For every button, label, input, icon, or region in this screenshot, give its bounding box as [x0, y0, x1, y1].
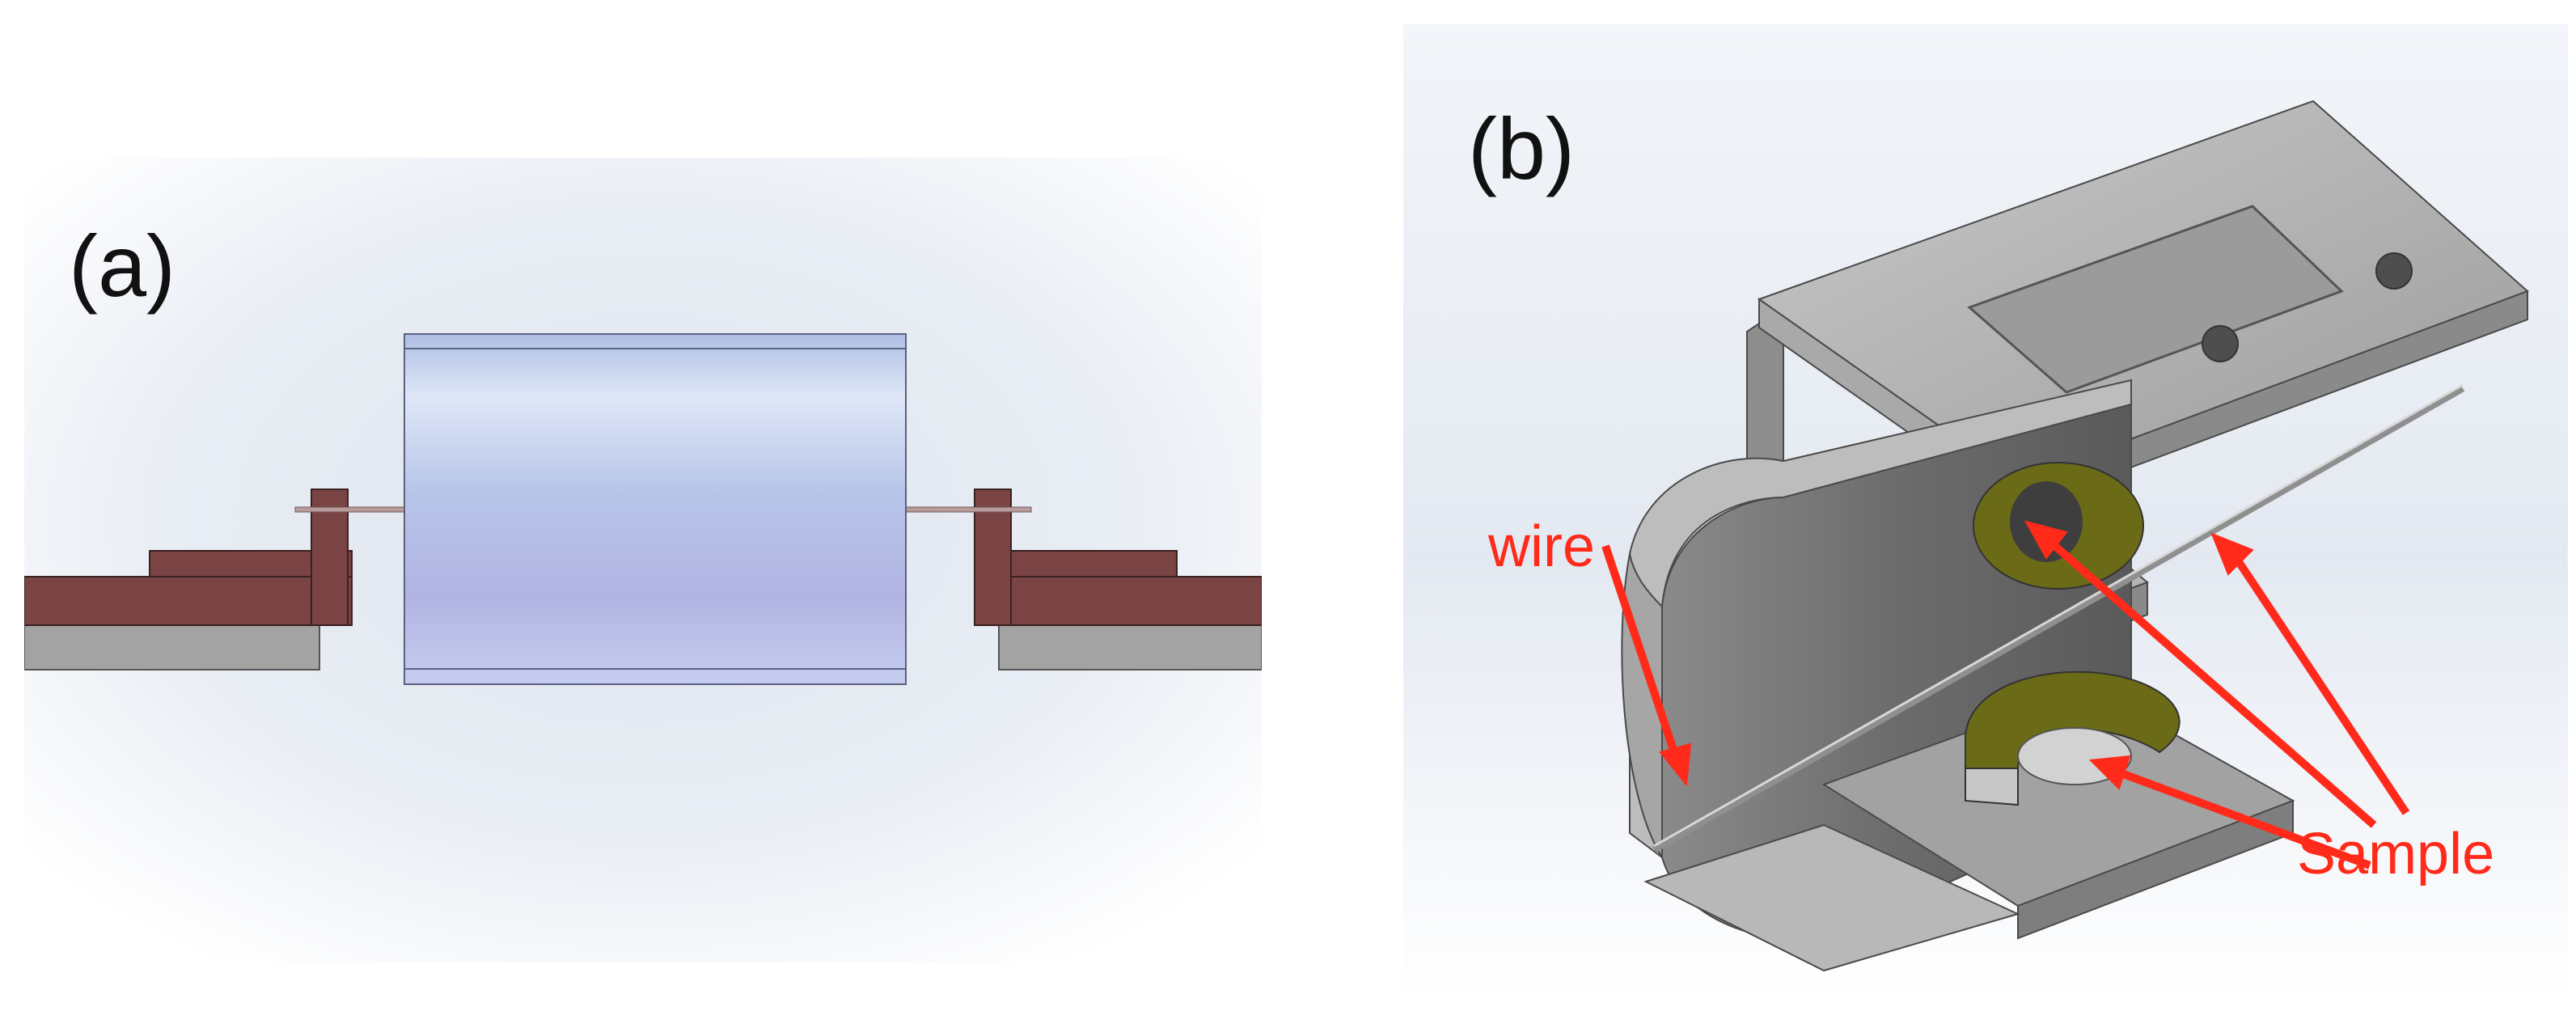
wire	[1652, 385, 2465, 852]
wire-highlight	[1653, 383, 2464, 848]
sample-arrow-lower-ring	[2117, 768, 2371, 869]
sample-arrow-top-plate	[2232, 556, 2410, 815]
panel-b-drawing	[1403, 24, 2568, 999]
wire-arrow	[1601, 544, 1682, 766]
cylinder-tube	[404, 333, 907, 685]
panel-label-a: (a)	[69, 217, 176, 315]
panel-a-drawing	[24, 158, 1262, 962]
callout-arrows	[1601, 520, 2410, 869]
panel-b-cutaway-view	[1403, 24, 2568, 999]
wire-callout-label: wire	[1488, 514, 1596, 579]
panel-label-b: (b)	[1468, 99, 1575, 197]
top-plate	[1757, 99, 2529, 511]
lower-holder-block	[1643, 686, 2295, 972]
sample-arrow-upper-ring	[2047, 539, 2377, 828]
wire-arrowhead	[1659, 742, 1692, 787]
right-base-plate	[998, 624, 1262, 671]
sample-callout-label: Sample	[2297, 822, 2495, 886]
sample-arrowhead-lower-ring	[2088, 755, 2131, 790]
sample-arrowhead-top-plate	[2210, 532, 2254, 576]
panel-a-side-view	[24, 158, 1262, 962]
left-base-plate	[24, 624, 320, 671]
upper-sample-ring	[1973, 462, 2144, 590]
sample-arrowhead-upper-ring	[2024, 520, 2068, 560]
